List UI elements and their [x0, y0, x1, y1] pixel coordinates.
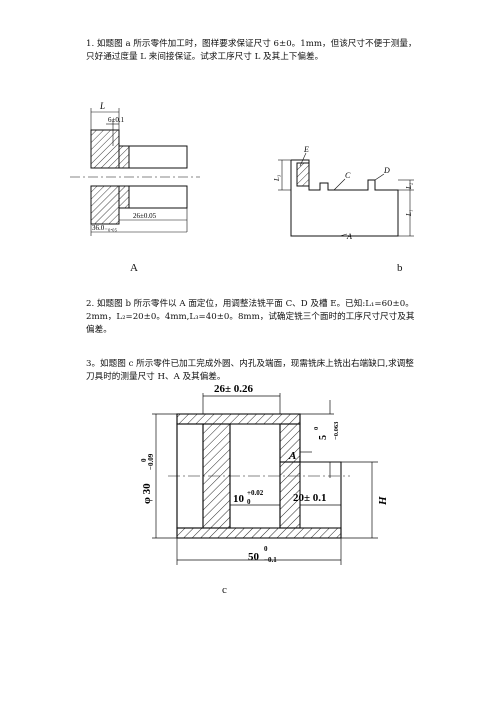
- dims-b: [278, 152, 414, 237]
- dim-c-H: H: [377, 496, 389, 506]
- dim-c-fifty: 50: [248, 551, 260, 563]
- dim-c-A: A: [288, 450, 296, 462]
- caption-b: b: [397, 262, 403, 274]
- dim-c-top: 26± 0.26: [214, 383, 254, 395]
- dim-c-phi-low: −0.09: [147, 453, 155, 470]
- dim-six-label: 6±0.1: [108, 116, 125, 124]
- dim-26-label: 26±0.05: [133, 212, 157, 220]
- dim-36-label: 36.0₋₀.₀₅: [92, 224, 118, 232]
- dim-L-label: L: [99, 101, 105, 111]
- label-b-E: E: [303, 145, 309, 154]
- label-b-C: C: [345, 171, 351, 180]
- part-b-body: [290, 159, 399, 237]
- dim-c-ten-low: 0: [247, 498, 251, 506]
- dims-c: [152, 393, 378, 565]
- dim-c-fifty-up: 0: [264, 545, 268, 553]
- label-b-L1: L₁: [405, 210, 413, 217]
- dim-c-phi: φ 30: [141, 483, 153, 504]
- label-b-A: A: [346, 232, 352, 241]
- dim-c-ten: 10: [233, 493, 245, 505]
- dim-c-five: 5: [318, 435, 329, 440]
- dim-36: [90, 224, 187, 236]
- dim-c-five-low: −0.063: [333, 421, 340, 440]
- caption-c: c: [222, 584, 227, 596]
- problem-2-text: 2. 如题图 b 所示零件以 A 面定位，用调整法铣平面 C、D 及槽 E。已知…: [86, 299, 415, 335]
- dim-L: [90, 108, 120, 146]
- caption-a: A: [130, 262, 138, 274]
- part-a-body: [90, 129, 188, 225]
- label-b-L3: L₃: [273, 174, 281, 182]
- problem-3-text: 3。如题图 c 所示零件已加工完成外圆、内孔及端面，现需铣床上铣出右端缺口,求调…: [86, 359, 414, 382]
- dim-six: [106, 120, 119, 146]
- problem-1-text: 1. 如题图 a 所示零件加工时，图样要求保证尺寸 6±0。1mm，但该尺寸不便…: [86, 39, 417, 62]
- dim-26: [118, 208, 188, 232]
- dim-c-phi-up: 0: [140, 458, 148, 462]
- dim-c-twenty: 20± 0.1: [293, 492, 327, 504]
- label-b-D: D: [383, 166, 390, 175]
- dim-c-five-up: 0: [313, 427, 320, 430]
- dim-c-fifty-low: −0.1: [264, 556, 277, 564]
- dim-c-ten-up: +0.02: [247, 489, 264, 497]
- label-b-L2: L₂: [405, 182, 413, 190]
